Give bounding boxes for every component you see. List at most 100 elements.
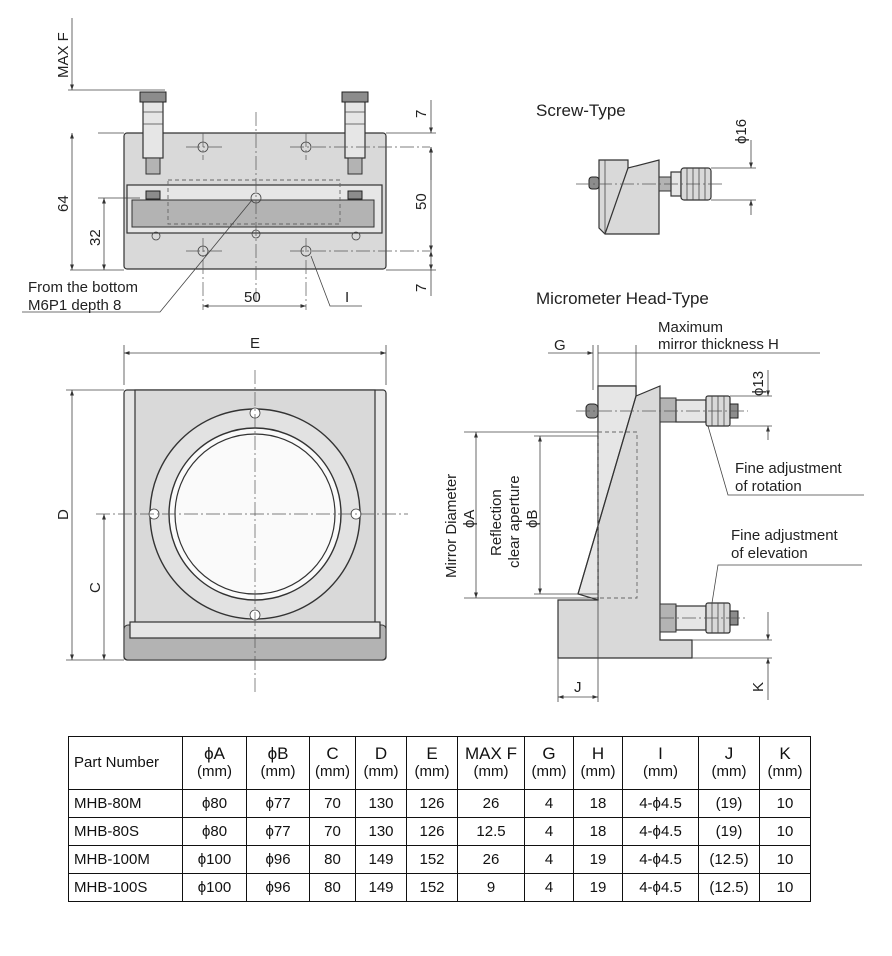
cell-part-number: MHB-80S bbox=[68, 817, 183, 846]
cell-c: 80 bbox=[309, 845, 356, 874]
cell-h: 19 bbox=[573, 873, 623, 902]
top-view: MAX F bbox=[22, 18, 436, 314]
thread-spec-text: M6P1 depth 8 bbox=[28, 297, 121, 314]
cell-max-f: 12.5 bbox=[457, 817, 525, 846]
adjuster-knob-left bbox=[139, 91, 167, 175]
fine-elevation-text-2: of elevation bbox=[731, 545, 808, 562]
cell-j: (19) bbox=[698, 789, 760, 818]
spec-table: Part Number ϕA(mm) ϕB(mm) C(mm) D(mm) E(… bbox=[68, 736, 811, 902]
micrometer-title: Micrometer Head-Type bbox=[536, 289, 709, 308]
header-part-number: Part Number bbox=[68, 736, 183, 790]
cell-part-number: MHB-100M bbox=[68, 845, 183, 874]
cell-d: 130 bbox=[355, 817, 407, 846]
cell-max-f: 9 bbox=[457, 873, 525, 902]
cell-i: 4-ϕ4.5 bbox=[622, 845, 699, 874]
cell-g: 4 bbox=[524, 845, 574, 874]
header-d: D(mm) bbox=[355, 736, 407, 790]
cell-h: 19 bbox=[573, 845, 623, 874]
table-row: MHB-80M ϕ80 ϕ77 70 130 126 26 4 18 4-ϕ4.… bbox=[68, 789, 811, 818]
mirror-diameter-symbol: ϕA bbox=[461, 510, 478, 528]
cell-phi-a: ϕ100 bbox=[182, 845, 247, 874]
cell-max-f: 26 bbox=[457, 845, 525, 874]
cell-k: 10 bbox=[759, 845, 811, 874]
header-i: I(mm) bbox=[622, 736, 699, 790]
cell-d: 130 bbox=[355, 789, 407, 818]
fine-rotation-text-1: Fine adjustment bbox=[735, 460, 843, 477]
max-mirror-text-2: mirror thickness H bbox=[658, 336, 779, 353]
phi13-label: ϕ13 bbox=[750, 371, 767, 396]
dim-7-bottom-label: 7 bbox=[413, 284, 430, 292]
cell-phi-b: ϕ77 bbox=[246, 789, 310, 818]
table-row: MHB-100S ϕ100 ϕ96 80 149 152 9 4 19 4-ϕ4… bbox=[68, 873, 811, 902]
max-mirror-text-1: Maximum bbox=[658, 319, 723, 336]
header-k: K(mm) bbox=[759, 736, 811, 790]
cell-i: 4-ϕ4.5 bbox=[622, 817, 699, 846]
clear-aperture-text: clear aperture bbox=[506, 475, 523, 568]
dim-32-label: 32 bbox=[87, 229, 104, 246]
cell-d: 149 bbox=[355, 845, 407, 874]
header-g: G(mm) bbox=[524, 736, 574, 790]
cell-e: 152 bbox=[406, 873, 458, 902]
aperture-symbol: ϕB bbox=[524, 510, 541, 528]
cell-j: (19) bbox=[698, 817, 760, 846]
cell-j: (12.5) bbox=[698, 845, 760, 874]
micrometer-view: Micrometer Head-Type Maximum mirror thic… bbox=[443, 289, 864, 702]
dim-7-top-label: 7 bbox=[413, 110, 430, 118]
cell-k: 10 bbox=[759, 873, 811, 902]
cell-i: 4-ϕ4.5 bbox=[622, 789, 699, 818]
cell-phi-a: ϕ100 bbox=[182, 873, 247, 902]
cell-h: 18 bbox=[573, 817, 623, 846]
header-h: H(mm) bbox=[573, 736, 623, 790]
dim-g-label: G bbox=[554, 337, 566, 354]
dim-j-label: J bbox=[574, 679, 582, 696]
cell-k: 10 bbox=[759, 789, 811, 818]
fine-elevation-text-1: Fine adjustment bbox=[731, 527, 839, 544]
dim-64-label: 64 bbox=[55, 195, 72, 212]
mirror-diameter-text: Mirror Diameter bbox=[443, 474, 460, 578]
front-view: E D C bbox=[55, 335, 408, 692]
cell-h: 18 bbox=[573, 789, 623, 818]
adjuster-knob-right bbox=[341, 91, 369, 175]
cell-phi-b: ϕ96 bbox=[246, 873, 310, 902]
cell-c: 70 bbox=[309, 789, 356, 818]
cell-d: 149 bbox=[355, 873, 407, 902]
dim-i-label: I bbox=[345, 289, 349, 306]
cell-phi-a: ϕ80 bbox=[182, 789, 247, 818]
dim-e-label: E bbox=[250, 335, 260, 352]
screw-type-title: Screw-Type bbox=[536, 101, 626, 120]
dim-d-label: D bbox=[55, 509, 72, 520]
table-row: MHB-80S ϕ80 ϕ77 70 130 126 12.5 4 18 4-ϕ… bbox=[68, 817, 811, 846]
cell-g: 4 bbox=[524, 817, 574, 846]
table-header-row: Part Number ϕA(mm) ϕB(mm) C(mm) D(mm) E(… bbox=[68, 736, 811, 790]
cell-g: 4 bbox=[524, 789, 574, 818]
cell-c: 80 bbox=[309, 873, 356, 902]
from-bottom-text: From the bottom bbox=[28, 279, 138, 296]
dim-c-label: C bbox=[87, 582, 104, 593]
cell-i: 4-ϕ4.5 bbox=[622, 873, 699, 902]
cell-g: 4 bbox=[524, 873, 574, 902]
header-c: C(mm) bbox=[309, 736, 356, 790]
cell-c: 70 bbox=[309, 817, 356, 846]
max-f-label: MAX F bbox=[55, 32, 72, 78]
cell-phi-b: ϕ77 bbox=[246, 817, 310, 846]
cell-k: 10 bbox=[759, 817, 811, 846]
cell-j: (12.5) bbox=[698, 873, 760, 902]
phi16-label: ϕ16 bbox=[733, 119, 750, 144]
cell-part-number: MHB-80M bbox=[68, 789, 183, 818]
screw-type-view: Screw-Type ϕ16 bbox=[536, 101, 756, 235]
cell-e: 126 bbox=[406, 817, 458, 846]
technical-drawing: MAX F bbox=[22, 18, 864, 702]
cell-phi-b: ϕ96 bbox=[246, 845, 310, 874]
header-j: J(mm) bbox=[698, 736, 760, 790]
header-phi-a: ϕA(mm) bbox=[182, 736, 247, 790]
cell-part-number: MHB-100S bbox=[68, 873, 183, 902]
header-e: E(mm) bbox=[406, 736, 458, 790]
header-phi-b: ϕB(mm) bbox=[246, 736, 310, 790]
cell-e: 126 bbox=[406, 789, 458, 818]
dim-k-label: K bbox=[750, 682, 767, 692]
dim-50-right-label: 50 bbox=[413, 193, 430, 210]
cell-phi-a: ϕ80 bbox=[182, 817, 247, 846]
fine-rotation-text-2: of rotation bbox=[735, 478, 802, 495]
table-row: MHB-100M ϕ100 ϕ96 80 149 152 26 4 19 4-ϕ… bbox=[68, 845, 811, 874]
reflection-text: Reflection bbox=[488, 489, 505, 556]
